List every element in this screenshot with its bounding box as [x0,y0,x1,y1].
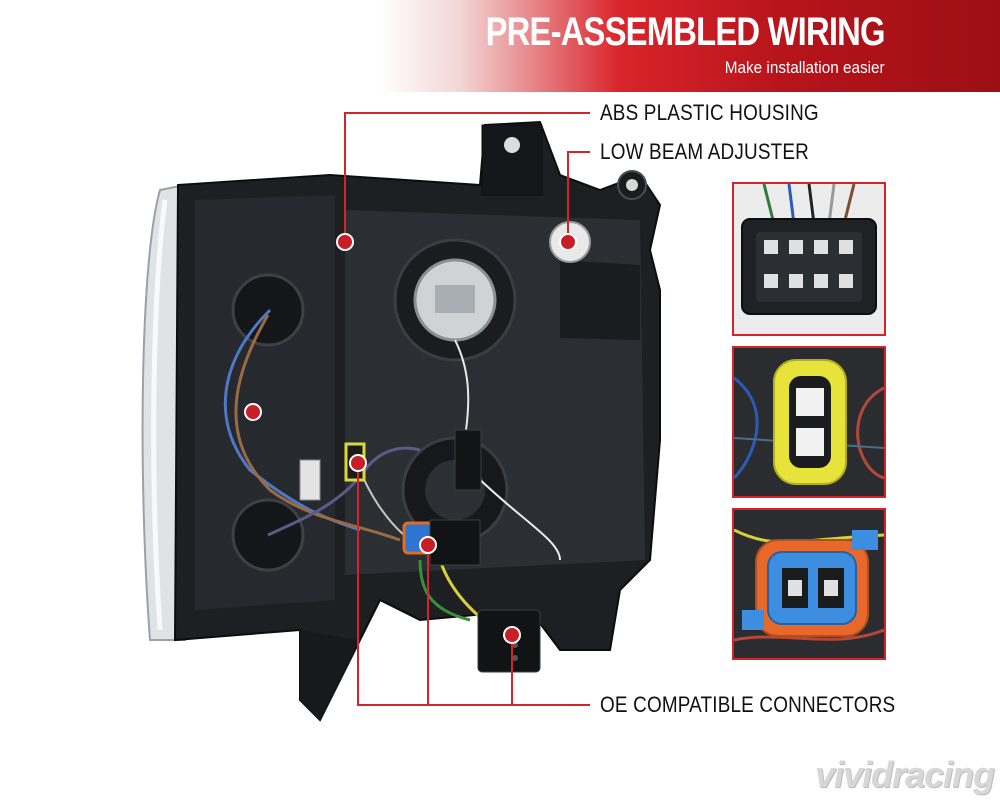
marker-connector-1 [349,454,367,472]
callout-housing-label: ABS PLASTIC HOUSING [600,100,819,125]
callout-markers [244,233,577,644]
marker-adjuster [559,233,577,251]
banner-subtitle: Make installation easier [725,58,885,77]
thumbnail-8pin-connector [732,182,886,336]
vividracing-watermark-logo: vividracing [814,754,995,795]
adjuster-leader-line [567,151,590,242]
header-banner: PRE-ASSEMBLED WIRING Make installation e… [0,0,1000,92]
callout-connectors-label: OE COMPATIBLE CONNECTORS [600,692,896,717]
marker-panel [244,403,262,421]
banner-title: PRE-ASSEMBLED WIRING [485,10,886,54]
thumbnail-yellow-connector [732,346,886,498]
marker-housing [336,233,354,251]
callout-lines [344,112,590,706]
housing-leader-line [344,112,590,242]
callout-adjuster-label: LOW BEAM ADJUSTER [600,139,809,164]
thumbnail-blue-connector [732,508,886,660]
marker-connector-2 [419,536,437,554]
marker-connector-3 [503,626,521,644]
